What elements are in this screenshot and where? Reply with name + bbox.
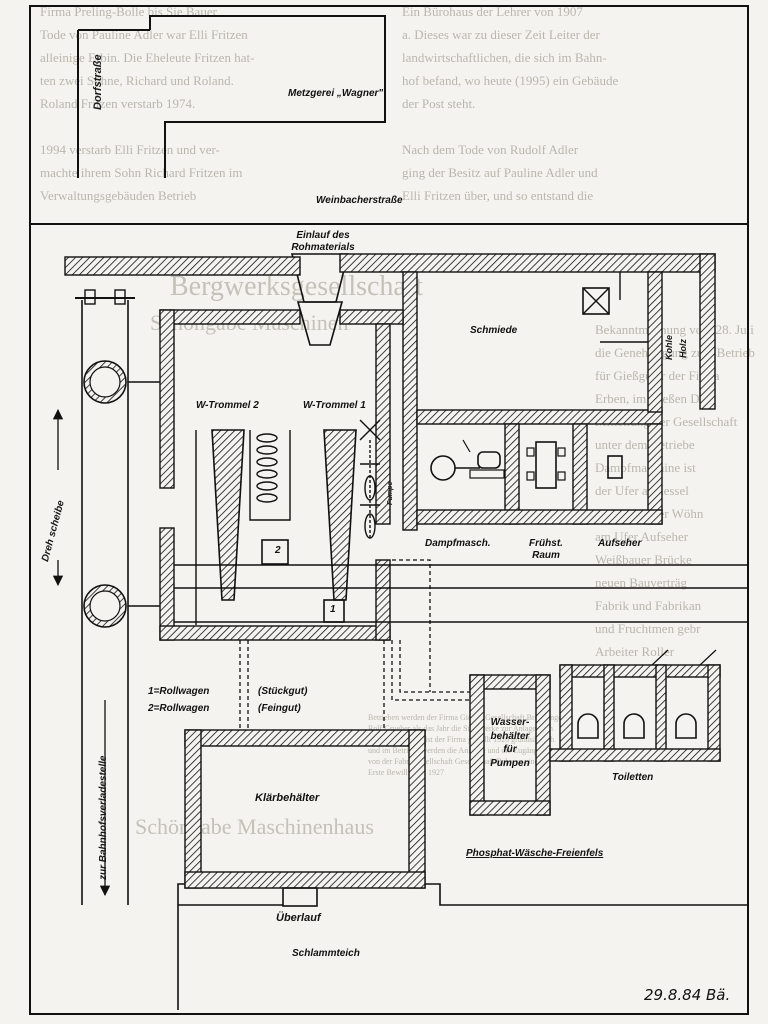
- label-stueckgut: (Stückgut): [258, 686, 308, 697]
- rollwagen-2-box: [261, 539, 289, 565]
- klaerbehaelter-top-wall: [184, 729, 426, 747]
- background-text-line: 1994 verstarb Elli Fritzen und ver-: [40, 142, 220, 157]
- label-rollwagen-2: 2=Rollwagen: [148, 703, 210, 714]
- w-trommel-1: [323, 429, 357, 601]
- label-metzgerei: Metzgerei „Wagner": [288, 88, 384, 99]
- label-rollwagen-1: 1=Rollwagen: [148, 686, 210, 697]
- background-text-line: ten zwei Söhne, Richard und Roland.: [40, 73, 234, 88]
- background-text-line: landwirtschaftlichen, die sich im Bahn-: [402, 50, 607, 65]
- label-klaerbehaelter: Klärbehälter: [255, 792, 320, 804]
- background-text-line: hof befand, wo heute (1995) ein Gebäude: [402, 73, 619, 88]
- background-text-top-right: Ein Bürohaus der Lehrer von 1907 a. Diese…: [402, 0, 742, 210]
- background-text-line: Verwaltungsgebäuden Betrieb: [40, 188, 197, 203]
- top-wall-right: [339, 253, 716, 273]
- background-text-line: Roland Fritzen verstarb 1974.: [40, 96, 196, 111]
- toilet-3: [675, 713, 697, 739]
- label-einlauf: Einlauf des Rohmaterials: [278, 230, 368, 253]
- label-pumpe: Pumpe: [387, 481, 394, 505]
- label-weinbacherstrasse: Weinbacherstraße: [316, 195, 403, 206]
- background-text-line: Arbeiter Roller: [595, 644, 675, 659]
- label-holz: Holz: [678, 339, 688, 358]
- background-text-line: ging der Besitz auf Pauline Adler und: [402, 165, 598, 180]
- label-wasser-line-2: behälter: [490, 730, 530, 742]
- wash-building-bottom-wall: [159, 625, 391, 641]
- label-einlauf-line-1: Einlauf des: [296, 230, 350, 241]
- marker-1: 1: [330, 604, 336, 615]
- background-heading-3: Schöngabe Maschinenhaus: [135, 814, 374, 839]
- schmiede-right-wall: [647, 271, 663, 413]
- handwritten-date: 29.8.84 Bä.: [644, 986, 731, 1004]
- label-wasser-line-3: für: [503, 744, 517, 755]
- label-wasser-line-4: Pumpen: [490, 757, 530, 769]
- background-text-line: machte ihrem Sohn Richard Fritzen im: [40, 165, 243, 180]
- schlammteich-edge: [425, 883, 748, 906]
- toiletten-bottom-wall: [549, 748, 721, 762]
- label-kohle: Kohle: [664, 334, 674, 360]
- pumpe-2: [364, 513, 376, 539]
- pumpe-1: [364, 475, 376, 501]
- background-text-line: Weißbauer Brücke: [595, 552, 692, 567]
- background-text-line: Ein Bürohaus der Lehrer von 1907: [402, 4, 583, 19]
- wash-building-left-wall: [159, 309, 175, 489]
- label-fruehstuecksraum: Frühst. Raum: [516, 538, 576, 561]
- fruehstueck-table: [535, 441, 557, 489]
- outer-frame: [29, 5, 749, 1015]
- schmiede-furnace: [582, 287, 610, 315]
- label-toiletten: Toiletten: [612, 772, 654, 783]
- label-schmiede: Schmiede: [470, 325, 518, 336]
- label-wasser-line-1: Wasser-: [490, 717, 530, 728]
- label-fruehst-line-2: Raum: [532, 549, 560, 561]
- label-wasserbehaelter: Wasser- behälter für Pumpen: [484, 716, 536, 770]
- background-text-line: Erste Bewilligung 1927: [368, 768, 444, 777]
- klaerbehaelter-bottom-wall: [184, 871, 426, 889]
- label-einlauf-line-2: Rohmaterials: [291, 241, 355, 253]
- label-feingut: (Feingut): [258, 703, 301, 714]
- label-ueberlauf: Überlauf: [276, 912, 321, 924]
- label-dorfstrasse: Dorfstraße: [92, 54, 104, 110]
- label-fruehst-line-1: Frühst.: [529, 538, 563, 549]
- label-aufseher: Aufseher: [598, 538, 642, 549]
- dampfmaschine-wheel: [430, 455, 456, 481]
- background-text-line: und Fruchtmen gebr: [595, 621, 701, 636]
- dampfkessel: [477, 451, 501, 469]
- marker-2: 2: [275, 545, 281, 556]
- lower-rooms-bottom-wall: [416, 509, 663, 525]
- label-w-trommel-1: W-Trommel 1: [303, 400, 366, 411]
- background-text-line: neuen Bauverträg: [595, 575, 688, 590]
- top-wall-left: [64, 256, 301, 276]
- background-text-line: der Post steht.: [402, 96, 476, 111]
- label-w-trommel-2: W-Trommel 2: [196, 400, 259, 411]
- background-text-line: am Ufer Aufseher: [595, 529, 689, 544]
- background-heading-1: Bergwerksgesellschaft: [170, 272, 423, 302]
- background-text-line: Fabrik und Fabrikan: [595, 598, 702, 613]
- toilet-2: [623, 713, 645, 739]
- metzgerei-building: [149, 15, 386, 178]
- background-text-line: der Ufer a. Kessel: [595, 483, 689, 498]
- pipes: [239, 559, 470, 742]
- ueberlauf-channel: [282, 887, 318, 907]
- aufseher-desk: [607, 455, 623, 479]
- w-trommel-2: [211, 429, 245, 601]
- label-bahnhofsverladestelle: zur Bahnhofsverladestelle: [98, 755, 109, 880]
- background-text-line: Elli Fritzen über, und so entstand die: [402, 188, 594, 203]
- label-phosphat-waesche: Phosphat-Wäsche-Freienfels: [466, 848, 604, 859]
- label-dampfmaschine: Dampfmasch.: [425, 538, 491, 549]
- toilet-1: [577, 713, 599, 739]
- schneckenwaesche: [256, 433, 278, 503]
- background-text-line: alleinige Erbin. Die Eheleute Fritzen ha…: [40, 50, 255, 65]
- label-schlammteich: Schlammteich: [292, 948, 360, 959]
- background-text-line: a. Dieses war zu dieser Zeit Leiter der: [402, 27, 600, 42]
- background-text-line: Nach dem Tode von Rudolf Adler: [402, 142, 579, 157]
- wasserbehaelter-bottom-wall: [469, 800, 551, 816]
